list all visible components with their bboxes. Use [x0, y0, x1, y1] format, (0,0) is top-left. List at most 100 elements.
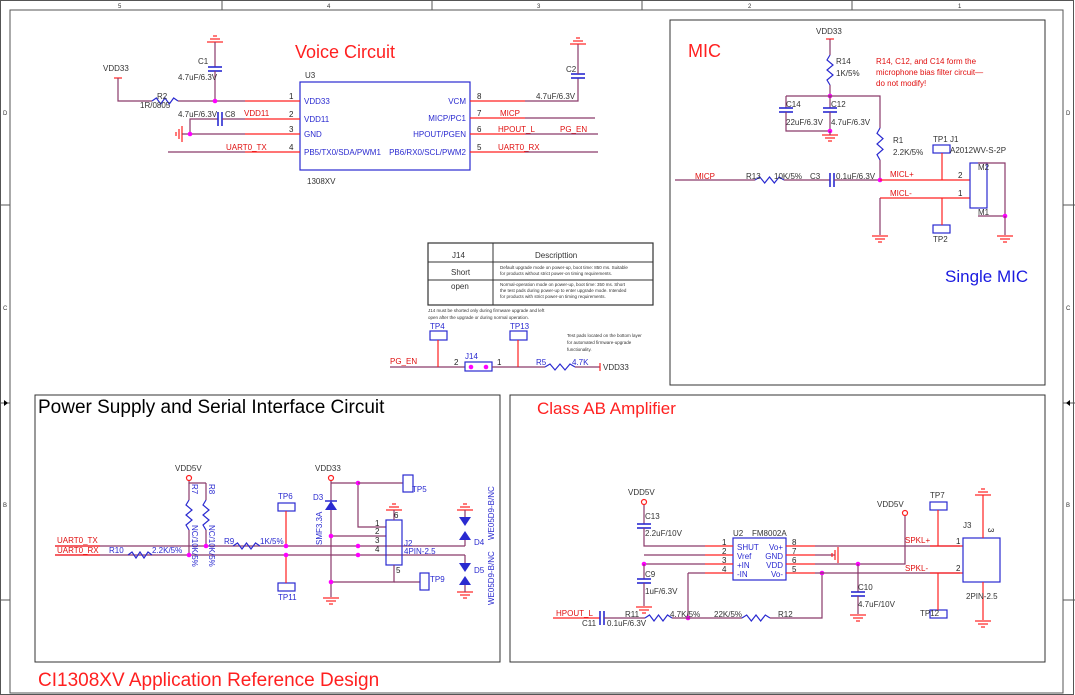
wire — [117, 78, 152, 102]
pin-number: 1 — [958, 189, 963, 198]
pin-number: 3 — [722, 556, 727, 565]
junction-dot — [355, 543, 361, 549]
pin-name: -IN — [737, 570, 748, 579]
tvs-diode-d4-icon — [459, 517, 471, 526]
r14-value: 1K/5% — [836, 69, 860, 78]
c1-value: 4.7uF/6.3V — [178, 73, 218, 82]
ruler-arrow-icon — [1066, 400, 1070, 406]
table-header: Descripttion — [535, 251, 577, 260]
d4-part: WE05D9-B/NC — [487, 486, 496, 540]
j14-note: open after the upgrade or during normal … — [428, 315, 529, 320]
resistor-symbol — [232, 542, 261, 550]
j3-part: 2PIN-2.5 — [966, 592, 998, 601]
pin-number: 7 — [477, 109, 482, 118]
r8-ref: R8 — [207, 484, 216, 495]
vdd5v-label: VDD5V — [175, 464, 202, 473]
resistor-symbol — [644, 614, 673, 622]
j3-connector-body — [962, 537, 1001, 583]
pin-number: 3 — [375, 536, 380, 545]
table-cell-mode: Short — [451, 268, 471, 277]
c1-ref: C1 — [198, 57, 209, 66]
c13-value: 2.2uF/10V — [645, 529, 683, 538]
testpad-note: Test pads located on the bottom layer — [567, 333, 642, 338]
r9-ref: R9 — [224, 537, 235, 546]
column-label: 5 — [118, 4, 122, 10]
table-cell-desc: Normal-operation mode on power-up, boot … — [500, 282, 626, 287]
c11-value: 0.1uF/6.3V — [607, 619, 647, 628]
net-pg-en: PG_EN — [560, 125, 587, 134]
net-uart0-tx: UART0_TX — [226, 143, 267, 152]
u3-part: 1308XV — [307, 177, 336, 186]
j3-ref: J3 — [963, 521, 972, 530]
pin-name: VDD33 — [304, 97, 330, 106]
test-point — [932, 224, 951, 234]
test-point — [277, 502, 296, 512]
test-point — [277, 582, 296, 592]
table-cell-mode: open — [451, 282, 469, 291]
footer-title: CI1308XV Application Reference Design — [38, 670, 379, 691]
tp2-ref: TP2 — [933, 235, 948, 244]
pin-number: 4 — [722, 565, 727, 574]
c12-ref: C12 — [831, 100, 846, 109]
junction-dot — [212, 98, 218, 104]
resistor-symbol — [741, 614, 771, 622]
vdd33-label: VDD33 — [103, 64, 129, 73]
column-label: 3 — [537, 4, 541, 10]
vdd33-label: VDD33 — [816, 27, 842, 36]
tp1-ref: TP1 — [933, 135, 948, 144]
row-label: D — [1066, 111, 1071, 117]
tp4-ref: TP4 — [430, 322, 445, 331]
power-port-icon — [327, 474, 335, 482]
mic-note: R14, C12, and C14 form the — [876, 57, 977, 66]
junction-dot — [187, 131, 193, 137]
power-title: Power Supply and Serial Interface Circui… — [38, 397, 385, 418]
pin-number: 8 — [792, 538, 797, 547]
pin-name: VCM — [448, 97, 466, 106]
pin-name: Vo+ — [769, 543, 783, 552]
pin-name: PB6/RX0/SCL/PWM2 — [389, 148, 466, 157]
d4-ref: D4 — [474, 538, 485, 547]
power-port-icon — [640, 498, 648, 506]
mic-section-box — [669, 19, 1046, 386]
junction-dot — [468, 364, 474, 370]
r5-value: 4.7K — [572, 358, 589, 367]
column-label: 2 — [748, 4, 752, 10]
tp7-ref: TP7 — [930, 491, 945, 500]
table-border — [427, 242, 654, 306]
tp11-ref: TP11 — [278, 593, 297, 602]
j2-ref: J2 — [404, 539, 413, 548]
junction-dot — [283, 543, 289, 549]
column-label: 4 — [327, 4, 331, 10]
row-label: B — [3, 503, 7, 509]
j1-part: A2012WV-S-2P — [950, 146, 1006, 155]
tp6-ref: TP6 — [278, 492, 293, 501]
net-spkl-minus: SPKL- — [905, 564, 928, 573]
amplifier-circuit: Class AB Amplifier VDD5V VDD5V C13 2.2uF… — [537, 399, 998, 628]
net-spkl-plus: SPKL+ — [905, 536, 930, 545]
u3-chip-body — [299, 81, 471, 171]
r11-value: 4.7K/5% — [670, 610, 700, 619]
pin-number: 2 — [375, 527, 380, 536]
pin-number: 1 — [722, 538, 727, 547]
pin-number: 6 — [792, 556, 797, 565]
pin-number: 2 — [454, 358, 459, 367]
resistor-symbol — [544, 363, 576, 371]
test-point — [509, 330, 528, 341]
j1-m1: M1 — [978, 208, 990, 217]
c8-ref: C8 — [225, 110, 236, 119]
wire — [785, 112, 830, 132]
test-point — [402, 474, 414, 493]
j1-ref: J1 — [950, 135, 959, 144]
vdd5v-label: VDD5V — [877, 500, 904, 509]
c14-ref: C14 — [786, 100, 801, 109]
j14-ref: J14 — [465, 352, 478, 361]
resistor-symbol — [127, 550, 153, 560]
power-circuit: Power Supply and Serial Interface Circui… — [38, 397, 496, 605]
power-port-icon — [901, 509, 909, 517]
drawing-frame — [9, 9, 1064, 694]
amp-section-box — [509, 394, 1046, 663]
junction-dot — [483, 364, 489, 370]
wire — [770, 573, 823, 619]
mic-title: MIC — [688, 41, 721, 61]
